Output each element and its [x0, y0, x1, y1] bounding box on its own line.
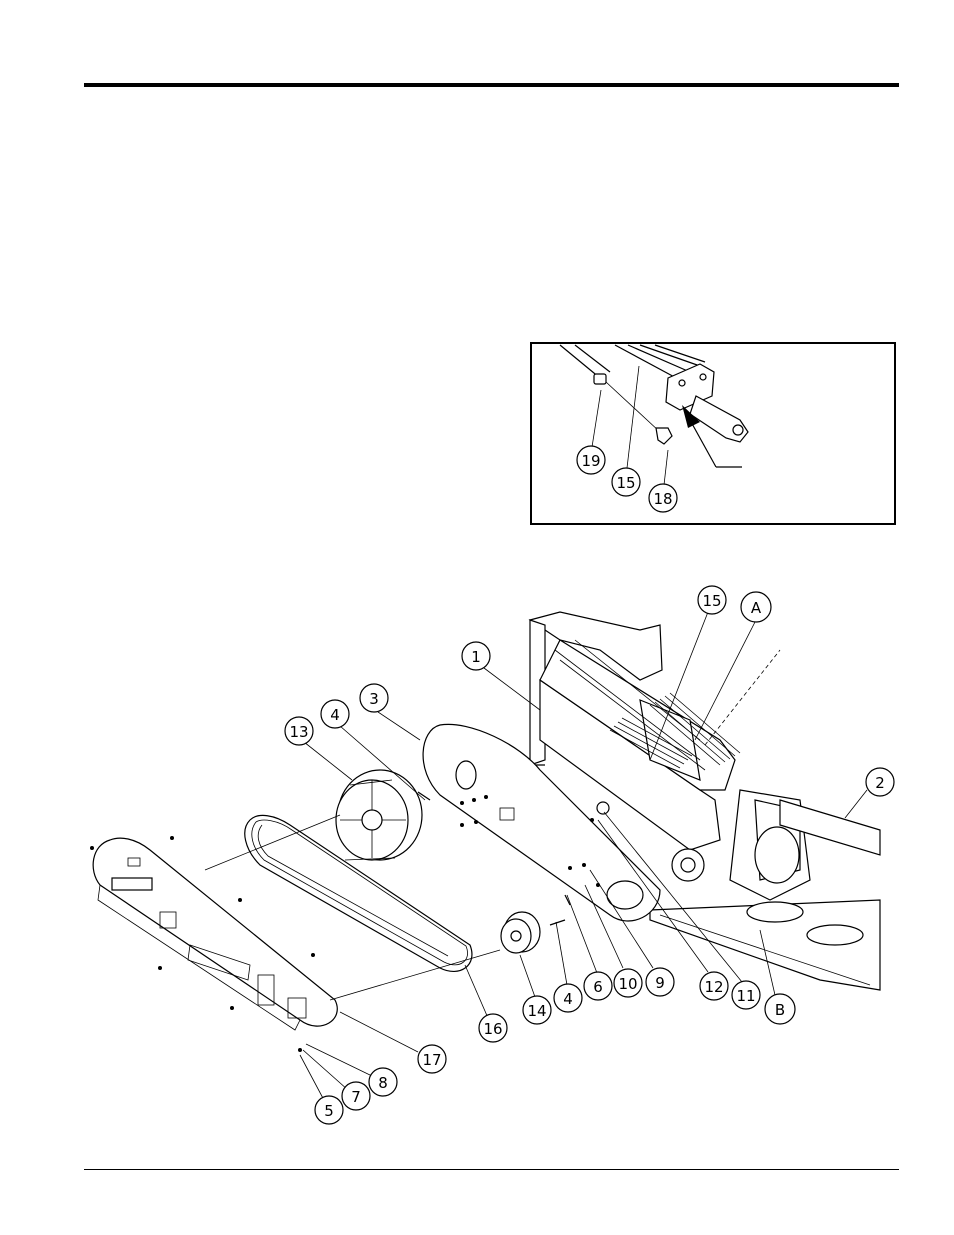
callout-label: 17 [422, 1051, 441, 1069]
callout-label: 2 [875, 774, 885, 792]
callout-label: 15 [702, 592, 721, 610]
callout-label: A [751, 599, 762, 617]
callout-label: 3 [369, 690, 379, 708]
large-pulley [336, 770, 422, 860]
callout-label: 18 [653, 490, 672, 508]
callout-label: 1 [471, 648, 481, 666]
callout-label: 7 [351, 1088, 361, 1106]
callout-label: 11 [736, 987, 755, 1005]
callout-label: 19 [581, 452, 600, 470]
callout-label: 16 [483, 1020, 502, 1038]
outer-belt-shield [93, 838, 337, 1030]
callout-label: 10 [618, 975, 637, 993]
callout-label: 15 [616, 474, 635, 492]
callout-label: 13 [289, 723, 308, 741]
callout-label: 6 [593, 978, 603, 996]
callout-label: B [775, 1001, 785, 1019]
callout-label: 9 [655, 974, 665, 992]
callout-label: 12 [704, 978, 723, 996]
callout-label: 4 [563, 990, 573, 1008]
callout-label: 8 [378, 1074, 388, 1092]
main-assembly: 15 A 1 3 4 13 2 16 14 4 6 10 9 [90, 586, 894, 1124]
callout-label: 5 [324, 1102, 334, 1120]
inset-detail: 19 15 18 [531, 343, 895, 524]
callout-label: 14 [527, 1002, 546, 1020]
small-pulley [501, 912, 540, 953]
callout-label: 4 [330, 706, 340, 724]
